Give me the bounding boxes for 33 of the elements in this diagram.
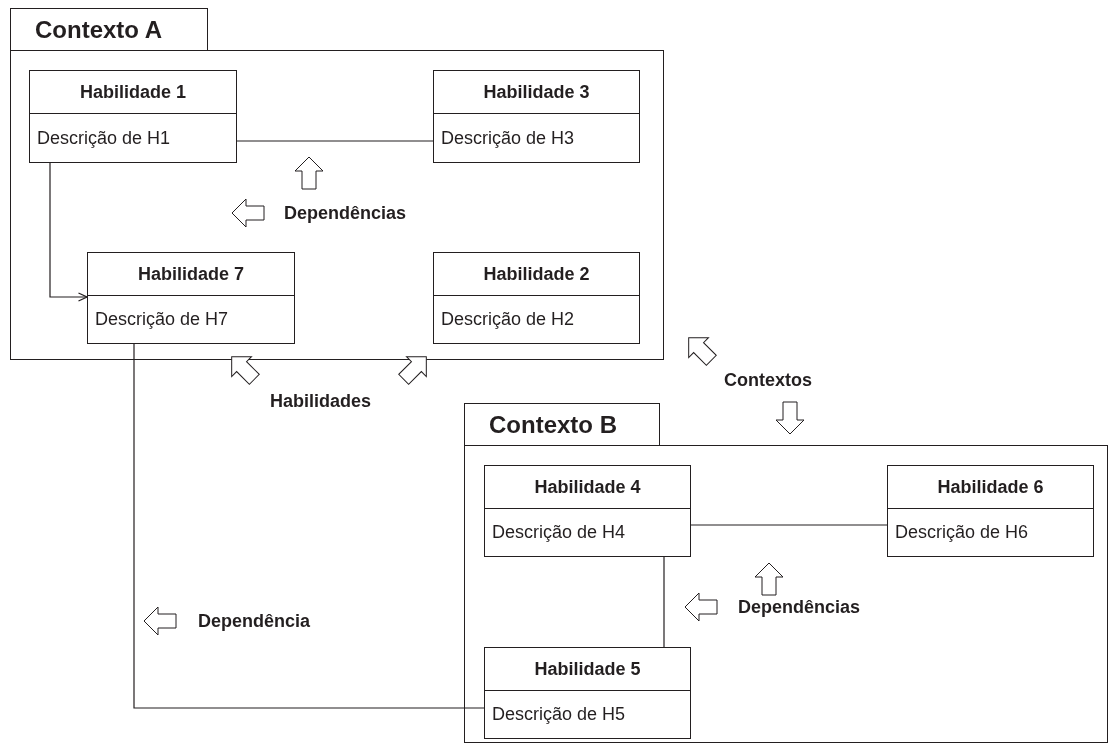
skill-title: Habilidade 1 [30, 71, 236, 114]
skill-box [484, 465, 691, 557]
skill-title: Habilidade 6 [888, 466, 1093, 509]
skill-title: Habilidade 2 [434, 253, 639, 296]
arrow [49, 162, 88, 302]
skill-box [887, 465, 1094, 557]
connector-line [663, 556, 665, 648]
skill-box [433, 70, 640, 163]
skill-title: Habilidade 3 [434, 71, 639, 114]
skill-box [433, 252, 640, 344]
connector-line [690, 524, 888, 526]
annotation-label: Dependências [738, 596, 861, 618]
skill-description: Descrição de H1 [36, 126, 172, 150]
skill-box [87, 252, 295, 344]
connector-line [133, 343, 485, 709]
annotation-label: Contextos [724, 369, 812, 391]
skill-title: Habilidade 4 [485, 466, 690, 509]
annotation-label: Dependências [284, 202, 407, 224]
skill-title: Habilidade 5 [485, 648, 690, 691]
skill-description: Descrição de H7 [94, 308, 230, 331]
skill-box [29, 70, 237, 163]
skill-description: Descrição de H6 [894, 521, 1030, 544]
skill-description: Descrição de H2 [440, 308, 576, 331]
skill-title: Habilidade 7 [88, 253, 294, 296]
skill-description: Descrição de H5 [491, 703, 627, 726]
connector-line [236, 140, 434, 142]
annotation-label: Habilidades [270, 390, 372, 412]
skill-description: Descrição de H3 [440, 126, 576, 150]
skill-box [484, 647, 691, 739]
context-tab: Contexto B [464, 403, 660, 445]
context-tab: Contexto A [10, 8, 208, 50]
annotation-label: Dependência [198, 610, 311, 632]
skill-description: Descrição de H4 [491, 521, 627, 544]
